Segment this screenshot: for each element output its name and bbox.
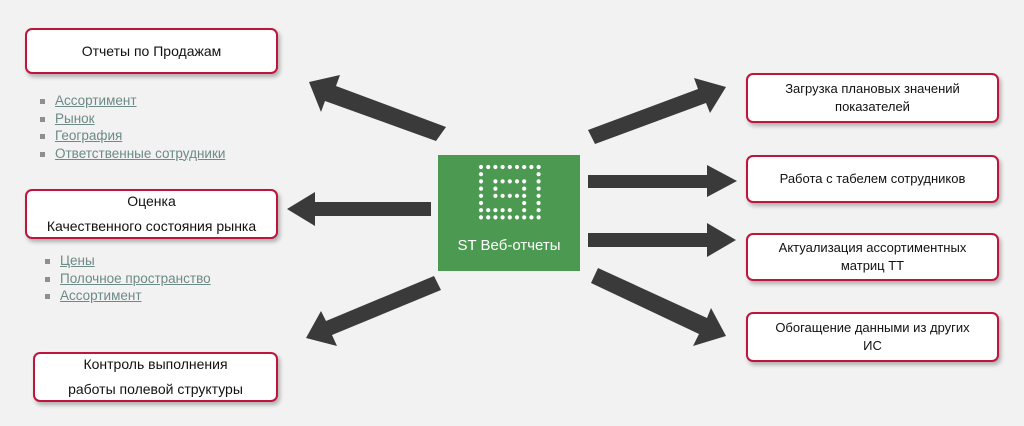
logo-dot bbox=[486, 208, 491, 213]
sales-reports-title: Отчеты по Продажам bbox=[81, 42, 222, 59]
logo-dot bbox=[500, 208, 505, 213]
logo-dot bbox=[493, 215, 498, 220]
logo-dot bbox=[478, 208, 484, 213]
assortment-line2: матриц ТТ bbox=[840, 258, 905, 273]
logo-dot bbox=[493, 208, 498, 213]
logo-dot bbox=[507, 179, 512, 184]
market-title-line1: Оценка bbox=[127, 193, 176, 209]
logo-dot bbox=[522, 164, 527, 170]
logo-dot bbox=[536, 186, 541, 191]
bullet-icon bbox=[45, 276, 50, 282]
data-enrichment-box[interactable]: Обогащение данными из других ИС bbox=[746, 312, 999, 362]
dotted-grid-logo bbox=[478, 164, 541, 220]
logo-dot bbox=[500, 215, 505, 220]
logo-dot bbox=[522, 193, 527, 198]
bullet-icon bbox=[40, 151, 45, 157]
logo-dot bbox=[478, 215, 484, 220]
market-assessment-box[interactable]: Оценка Качественного состояния рынка bbox=[25, 189, 278, 239]
link-item[interactable]: Рынок bbox=[34, 110, 225, 128]
logo-dot bbox=[493, 186, 498, 191]
enrich-line2: ИС bbox=[863, 338, 882, 353]
logo-dot bbox=[536, 215, 541, 220]
logo-dot bbox=[486, 215, 491, 220]
plan-line1: Загрузка плановых значений bbox=[785, 81, 960, 96]
link-item[interactable]: Полочное пространство bbox=[39, 270, 211, 288]
logo-dot bbox=[522, 186, 527, 191]
logo-dot bbox=[507, 208, 512, 213]
logo-dot bbox=[529, 215, 534, 220]
logo-dot bbox=[478, 200, 484, 206]
bullet-icon bbox=[40, 134, 45, 139]
logo-dot bbox=[478, 172, 484, 177]
logo-dot bbox=[536, 200, 541, 206]
field-control-box[interactable]: Контроль выполнения работы полевой струк… bbox=[33, 352, 278, 402]
enrich-line1: Обогащение данными из других bbox=[775, 320, 970, 335]
control-title-line1: Контроль выполнения bbox=[83, 356, 228, 372]
logo-dot bbox=[536, 179, 541, 184]
control-title-line2: работы полевой структуры bbox=[68, 381, 243, 397]
link-item[interactable]: Ответственные сотрудники bbox=[34, 145, 225, 163]
logo-dot bbox=[514, 215, 520, 220]
st-web-reports-block[interactable]: ST Веб-отчеты bbox=[438, 155, 580, 271]
logo-dot bbox=[478, 186, 484, 191]
sales-reports-box[interactable]: Отчеты по Продажам bbox=[25, 28, 278, 74]
arrow-to-assortment bbox=[588, 223, 736, 257]
logo-dot bbox=[522, 208, 527, 213]
logo-dot bbox=[514, 179, 520, 184]
logo-dot bbox=[522, 179, 527, 184]
link-item[interactable]: Ассортимент bbox=[34, 92, 225, 110]
arrow-to-market bbox=[287, 192, 431, 226]
arrow-to-enrich bbox=[591, 268, 726, 346]
logo-dot bbox=[536, 172, 541, 177]
link-item[interactable]: География bbox=[34, 127, 225, 145]
logo-dot bbox=[536, 208, 541, 213]
logo-dot bbox=[514, 164, 520, 170]
timesheet-box[interactable]: Работа с табелем сотрудников bbox=[746, 155, 999, 203]
center-label: ST Веб-отчеты bbox=[457, 237, 561, 254]
bullet-icon bbox=[40, 99, 45, 104]
logo-dot bbox=[478, 179, 484, 184]
logo-dot bbox=[500, 179, 505, 184]
arrow-to-plan bbox=[588, 78, 726, 144]
market-title-line2: Качественного состояния рынка bbox=[46, 218, 257, 234]
assortment-line1: Актуализация ассортиментных bbox=[778, 240, 967, 255]
plan-line2: показателей bbox=[835, 99, 910, 114]
logo-dot bbox=[507, 193, 512, 198]
timesheet-line1: Работа с табелем сотрудников bbox=[779, 171, 966, 186]
arrow-to-control bbox=[306, 276, 441, 346]
logo-dot bbox=[522, 215, 527, 220]
logo-dot bbox=[507, 215, 512, 220]
market-links-list: Цены Полочное пространство Ассортимент bbox=[39, 252, 211, 305]
logo-dot bbox=[500, 193, 505, 198]
bullet-icon bbox=[40, 116, 45, 122]
arrow-to-sales bbox=[309, 75, 446, 141]
logo-dot bbox=[493, 179, 498, 184]
logo-dot bbox=[522, 200, 527, 206]
logo-dot bbox=[486, 164, 491, 170]
logo-dot bbox=[507, 164, 512, 170]
link-item[interactable]: Цены bbox=[39, 252, 211, 270]
logo-dot bbox=[500, 164, 505, 170]
arrow-to-timesheet bbox=[588, 165, 737, 197]
logo-dot bbox=[514, 193, 520, 198]
logo-dot bbox=[478, 193, 484, 198]
logo-dot bbox=[529, 164, 534, 170]
logo-dot bbox=[536, 164, 541, 170]
logo-dot bbox=[478, 164, 484, 170]
sales-links-list: Ассортимент Рынок География Ответственны… bbox=[34, 92, 225, 162]
logo-dot bbox=[493, 193, 498, 198]
logo-dot bbox=[536, 193, 541, 198]
plan-values-box[interactable]: Загрузка плановых значений показателей bbox=[746, 73, 999, 123]
link-item[interactable]: Ассортимент bbox=[39, 287, 211, 305]
bullet-icon bbox=[45, 294, 50, 299]
bullet-icon bbox=[45, 259, 50, 264]
logo-dot bbox=[493, 164, 498, 170]
assortment-matrix-box[interactable]: Актуализация ассортиментных матриц ТТ bbox=[746, 233, 999, 281]
